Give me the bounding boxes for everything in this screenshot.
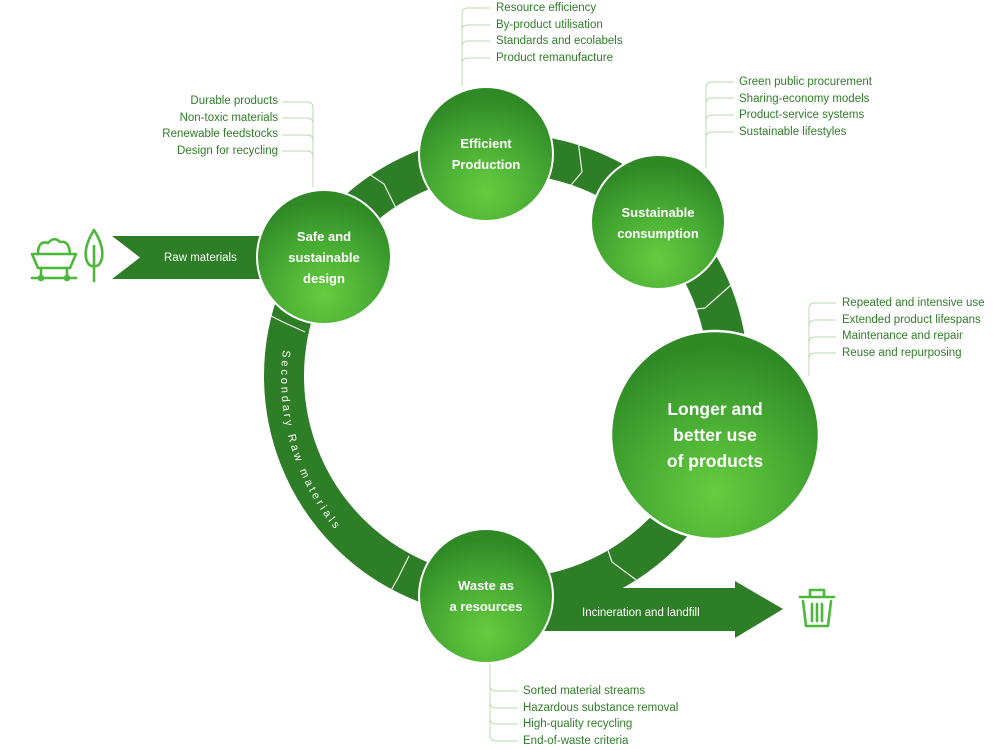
stage-design: Safe and sustainable design [256,189,392,325]
raw-materials-arrow: Raw materials [112,236,262,279]
ring-chevrons [264,139,732,597]
use-list: Repeated and intensive use Extended prod… [842,295,985,362]
stage-production: Efficient Production [418,86,554,222]
list-item: End-of-waste criteria [523,735,629,748]
stage-consumption-line1: Sustainable [622,205,695,220]
list-item: Product-service systems [739,109,865,122]
tree-icon [84,228,104,283]
list-item: By-product utilisation [496,18,603,31]
list-item: Extended product lifespans [842,313,981,326]
incineration-label: Incineration and landfill [582,607,700,619]
stage-design-line1: Safe and [297,229,351,244]
stage-waste: Waste as a resources [418,528,554,664]
stage-use-line3: of products [667,451,764,471]
stage-production-line2: Production [452,157,521,172]
stage-use-line2: better use [673,425,757,445]
consumption-list: Green public procurement Sharing-economy… [739,74,872,141]
list-item: Repeated and intensive use [842,297,985,309]
list-item: Durable products [190,95,278,107]
list-item: Design for recycling [177,145,278,158]
stage-use: Longer and better use of products [609,329,821,541]
list-item: Green public procurement [739,76,872,88]
trash-bin-icon [798,588,836,628]
list-item: Hazardous substance removal [523,701,679,714]
list-connectors [282,7,836,742]
list-item: Sorted material streams [523,685,646,697]
list-item: Sustainable lifestyles [739,126,847,139]
list-item: Standards and ecolabels [496,35,623,48]
stage-design-line2: sustainable [288,250,360,265]
stage-waste-line1: Waste as [458,578,514,593]
list-item: Renewable feedstocks [162,128,278,141]
production-list: Resource efficiency By-product utilisati… [496,0,623,67]
stage-use-line1: Longer and [667,399,762,419]
stage-production-line1: Efficient [460,136,512,151]
list-item: Resource efficiency [496,2,597,14]
list-item: Reuse and repurposing [842,347,962,360]
list-item: High-quality recycling [523,718,633,731]
list-item: Non-toxic materials [179,111,278,124]
list-item: Maintenance and repair [842,330,963,343]
stage-consumption: Sustainable consumption [590,154,726,290]
stage-design-line3: design [303,271,345,286]
raw-materials-label: Raw materials [164,252,237,264]
waste-list: Sorted material streams Hazardous substa… [523,683,678,750]
design-list: Durable products Non-toxic materials Ren… [162,93,278,160]
mine-cart-icon [30,237,78,282]
stage-consumption-line2: consumption [617,226,699,241]
list-item: Product remanufacture [496,52,613,65]
incineration-arrow: Incineration and landfill [530,581,783,638]
list-item: Sharing-economy models [739,92,870,105]
stage-waste-line2: a resources [450,599,523,614]
